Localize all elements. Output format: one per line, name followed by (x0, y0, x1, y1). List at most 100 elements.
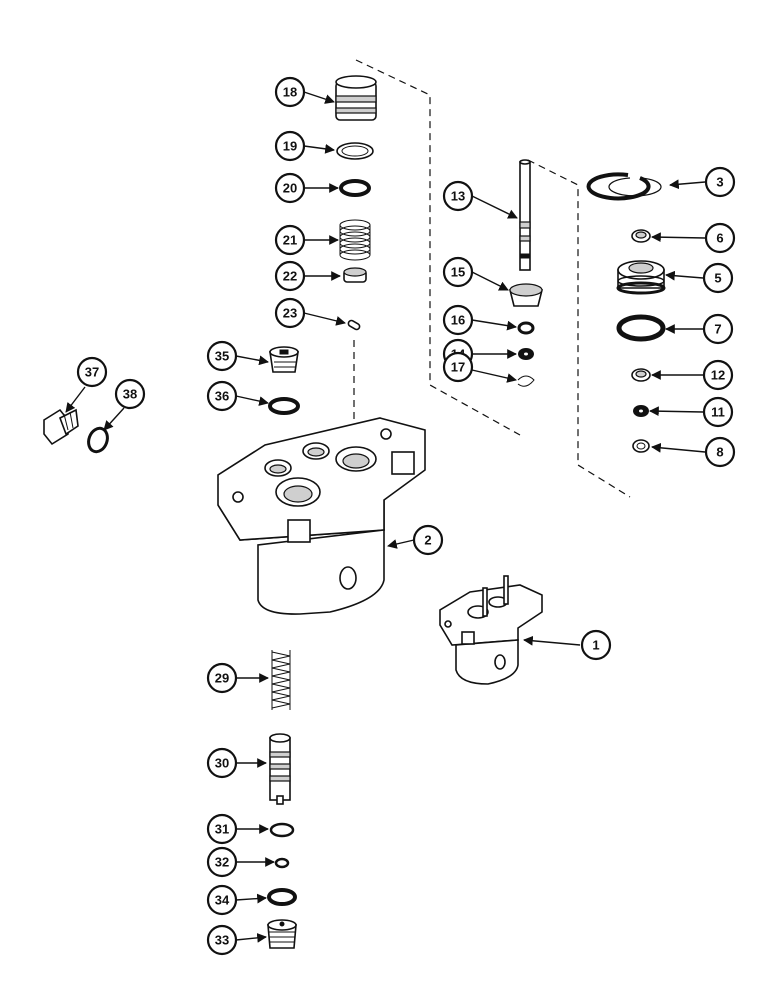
callout-7-label: 7 (714, 322, 721, 337)
leader-23 (303, 312, 346, 326)
callout-30-label: 30 (215, 756, 229, 771)
leader-11 (649, 406, 704, 417)
callout-18-label: 18 (283, 85, 297, 100)
callout-11: 11 (702, 396, 734, 428)
part-6-washer (631, 229, 651, 243)
leader-5 (665, 270, 704, 281)
part-23-pin (347, 319, 361, 331)
callout-32-label: 32 (215, 855, 229, 870)
leader-17 (471, 369, 517, 383)
callout-36: 36 (206, 380, 238, 412)
callout-1: 1 (580, 629, 612, 661)
part-1-assembled-valve (439, 575, 543, 685)
callout-2-label: 2 (424, 533, 431, 548)
part-33-plug (267, 919, 297, 949)
part-38-ring (87, 426, 109, 454)
callout-15: 15 (442, 256, 474, 288)
parts (43, 75, 666, 949)
leader-8 (651, 442, 706, 453)
part-3-snap-ring (586, 172, 662, 201)
callout-33: 33 (206, 924, 238, 956)
callout-37: 37 (76, 356, 108, 388)
callouts: 1 2 3 5 6 7 8 11 12 13 14 15 16 17 18 19… (76, 76, 736, 956)
part-2-valve-body (217, 417, 426, 615)
part-11-o-ring (633, 405, 649, 417)
part-32-ring (274, 857, 290, 869)
part-31-ring (269, 822, 295, 838)
callout-12-label: 12 (711, 368, 725, 383)
part-13-shaft (519, 159, 531, 271)
callout-1-label: 1 (592, 638, 599, 653)
callout-6: 6 (704, 222, 736, 254)
leader-37 (65, 386, 86, 413)
leader-19 (303, 143, 335, 154)
callout-8: 8 (704, 436, 736, 468)
leader-36 (235, 395, 269, 406)
callout-20: 20 (274, 172, 306, 204)
callout-35: 35 (206, 340, 238, 372)
part-30-spool (269, 733, 291, 805)
leader-34 (235, 893, 267, 904)
leader-6 (651, 232, 706, 243)
part-19-ring (336, 142, 374, 160)
part-34-o-ring (267, 888, 297, 906)
leader-15 (471, 271, 509, 291)
callout-22: 22 (274, 260, 306, 292)
callout-22-label: 22 (283, 269, 297, 284)
callout-32: 32 (206, 846, 238, 878)
leader-1 (523, 635, 581, 646)
callout-31-label: 31 (215, 822, 229, 837)
callout-3-label: 3 (716, 175, 723, 190)
callout-16: 16 (442, 304, 474, 336)
part-29-spring (271, 650, 291, 710)
callout-2: 2 (412, 524, 444, 556)
leader-13 (471, 195, 518, 219)
leader-2 (387, 539, 415, 549)
callout-35-label: 35 (215, 349, 229, 364)
callout-23-label: 23 (283, 306, 297, 321)
leader-lines (65, 91, 706, 943)
callout-8-label: 8 (716, 445, 723, 460)
callout-7: 7 (702, 313, 734, 345)
callout-13: 13 (442, 180, 474, 212)
callout-5-label: 5 (714, 271, 721, 286)
assembly-line-18-to-17 (355, 59, 521, 436)
callout-36-label: 36 (215, 389, 229, 404)
callout-34: 34 (206, 884, 238, 916)
callout-16-label: 16 (451, 313, 465, 328)
callout-11-label: 11 (711, 405, 725, 420)
part-8-washer (632, 439, 650, 453)
part-18-sleeve (335, 75, 377, 121)
callout-20-label: 20 (283, 181, 297, 196)
callout-5: 5 (702, 262, 734, 294)
callout-34-label: 34 (215, 893, 230, 908)
assembly-line-13-to-8 (527, 159, 631, 498)
part-12-washer (631, 368, 651, 382)
part-15-cap (508, 283, 544, 307)
callout-19: 19 (274, 130, 306, 162)
part-22-washer (343, 267, 367, 283)
leader-16 (471, 319, 517, 331)
callout-17-label: 17 (451, 360, 465, 375)
callout-6-label: 6 (716, 231, 723, 246)
callout-18: 18 (274, 76, 306, 108)
callout-31: 31 (206, 813, 238, 845)
part-21-spring (339, 219, 371, 261)
callout-30: 30 (206, 747, 238, 779)
part-5-piston (616, 260, 666, 295)
callout-3: 3 (704, 166, 736, 198)
leader-3 (669, 179, 706, 190)
callout-29-label: 29 (215, 671, 229, 686)
part-36-ring (268, 397, 300, 415)
part-20-o-ring (339, 179, 371, 197)
part-35-plug (269, 346, 299, 373)
part-17-clip (517, 375, 535, 387)
part-14-ring (518, 348, 534, 360)
callout-33-label: 33 (215, 933, 229, 948)
callout-23: 23 (274, 297, 306, 329)
callout-38-label: 38 (123, 387, 137, 402)
part-37-plug (43, 408, 79, 446)
leader-33 (235, 933, 267, 943)
callout-21: 21 (274, 224, 306, 256)
